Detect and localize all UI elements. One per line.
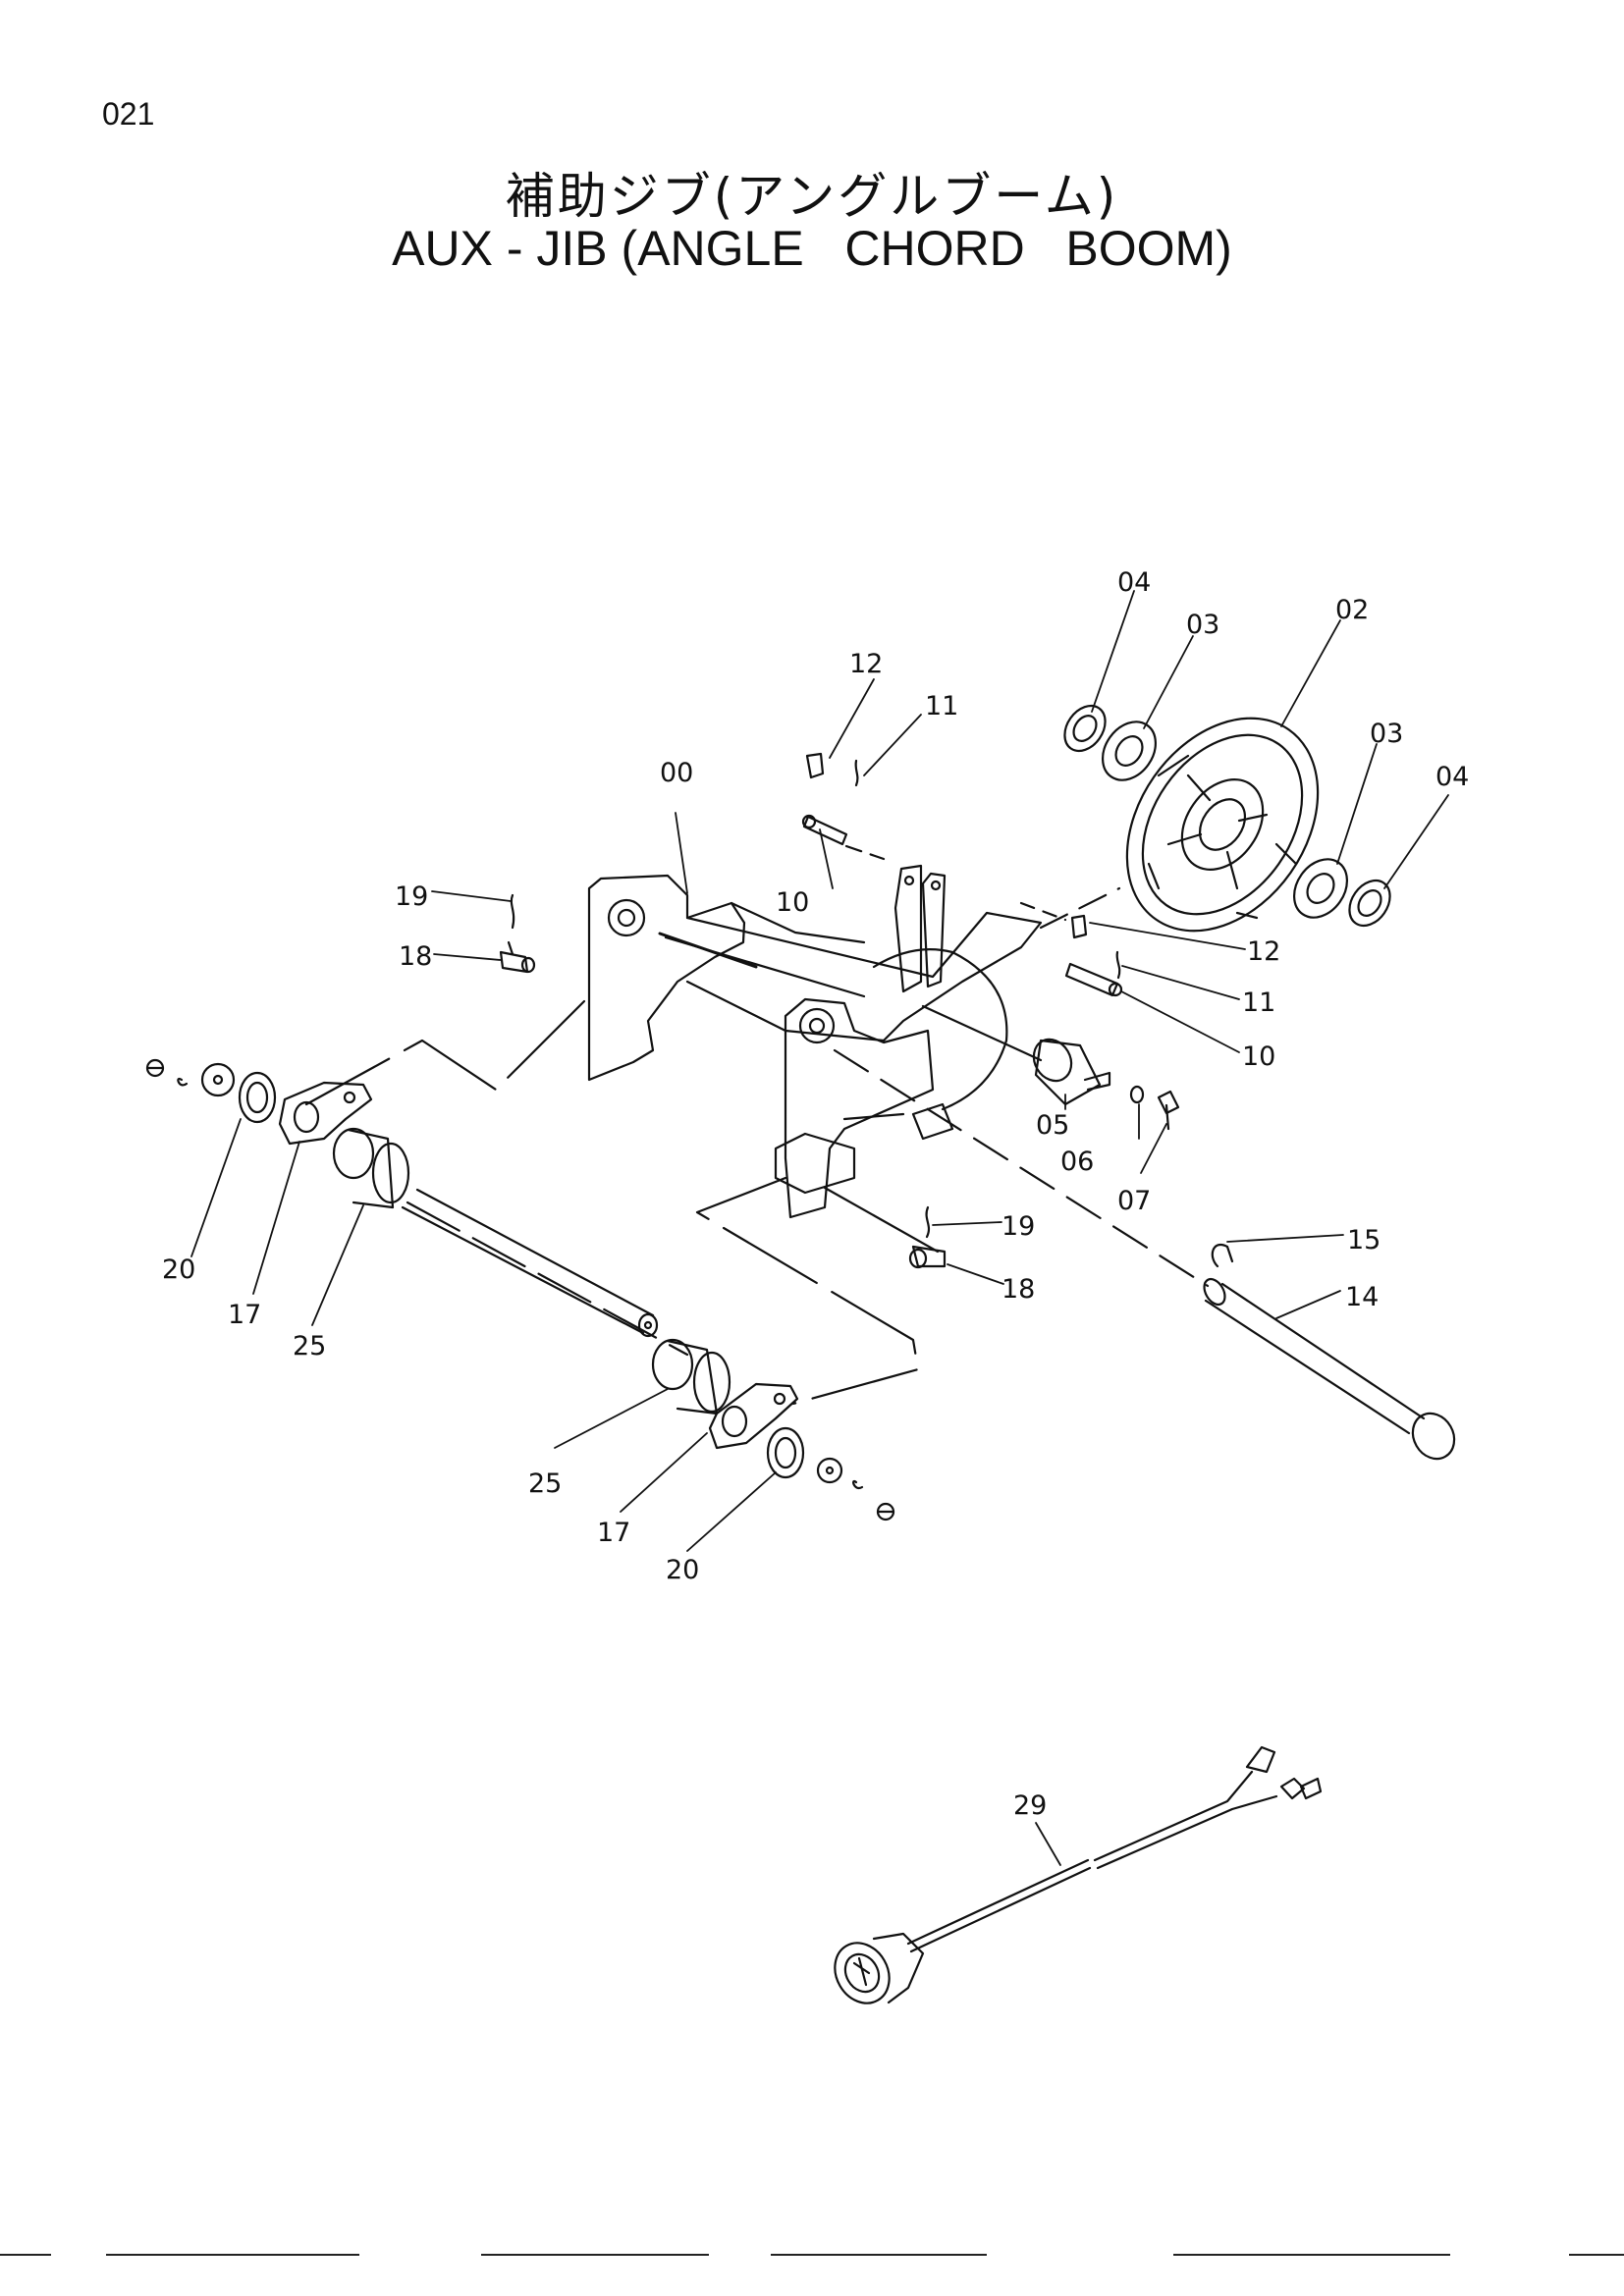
callout-15: 15 [1347, 1225, 1380, 1255]
title-japanese: 補助ジブ(アングルブーム) [505, 168, 1119, 225]
clip-part-right [1115, 950, 1121, 980]
footer-rule [106, 2254, 359, 2256]
callout-20-right: 20 [666, 1555, 699, 1585]
callout-02: 02 [1335, 595, 1369, 625]
callout-04-upper: 04 [1117, 567, 1151, 598]
callout-12-right: 12 [1247, 936, 1280, 967]
washer-part [1129, 1085, 1145, 1104]
callout-25-right: 25 [528, 1468, 562, 1499]
callout-18-upper: 18 [399, 941, 432, 972]
pin-part-right [1064, 962, 1123, 997]
footer-rule [1569, 2254, 1624, 2256]
sheave-part [1125, 717, 1320, 933]
callout-19-upper: 19 [395, 881, 428, 912]
collar-part-left [1063, 704, 1107, 753]
cap-axis-line [1019, 901, 1067, 922]
plate-part-left [278, 1081, 373, 1146]
bush-part-right [651, 1338, 731, 1415]
callout-07: 07 [1117, 1186, 1151, 1216]
title-english: AUX - JIB (ANGLE CHORD BOOM) [392, 221, 1232, 276]
bolt-part [1157, 1090, 1180, 1131]
callout-14: 14 [1345, 1282, 1379, 1312]
callout-10-right: 10 [1242, 1041, 1275, 1072]
bracket-line-left [304, 999, 586, 1106]
callout-10-upper: 10 [776, 887, 809, 918]
callout-12-upper: 12 [849, 649, 883, 679]
callout-25-left: 25 [293, 1331, 326, 1362]
footer-rule [0, 2254, 51, 2256]
leader-lines [190, 590, 1449, 1866]
cable-assembly-part [834, 1745, 1323, 2004]
callout-18-lower: 18 [1001, 1274, 1035, 1305]
hardware-right-part [816, 1457, 895, 1522]
pin-part-upper [801, 814, 886, 861]
callout-29: 29 [1013, 1790, 1047, 1821]
bush-part-left [332, 1127, 410, 1209]
long-pin-part [1203, 1277, 1456, 1461]
callout-05: 05 [1036, 1110, 1069, 1141]
callout-03-right: 03 [1370, 719, 1403, 749]
clip-part-lower [925, 1205, 931, 1239]
footer-rule [1173, 2254, 1450, 2256]
boss-part [1032, 1038, 1111, 1106]
callout-04-right: 04 [1435, 762, 1469, 792]
callout-labels: 00 02 03 03 04 04 05 06 07 10 10 11 11 1… [162, 567, 1469, 1821]
callout-03-upper: 03 [1186, 610, 1219, 640]
hardware-left-part [145, 1058, 236, 1097]
plate-part-right [708, 1382, 799, 1450]
cap-part-right [1070, 914, 1088, 939]
callout-06: 06 [1060, 1147, 1094, 1177]
r-pin-part [1211, 1244, 1234, 1268]
jib-frame-part [587, 864, 1043, 1219]
footer-rule [481, 2254, 709, 2256]
callout-19-lower: 19 [1001, 1211, 1035, 1242]
pin-part-lower [908, 1245, 947, 1269]
callout-20-left: 20 [162, 1255, 195, 1285]
clip-part-upper [854, 759, 859, 787]
sheave-axis-line [1039, 886, 1121, 930]
bearing-part-left [1102, 721, 1157, 781]
callout-17-left: 17 [228, 1300, 261, 1330]
clip-part-left-upper [510, 893, 515, 930]
callout-00: 00 [660, 758, 693, 788]
shaft-axis-line [406, 1201, 689, 1357]
pin-part-left-upper [499, 940, 536, 974]
page-number: 021 [102, 96, 155, 132]
footer-rule [771, 2254, 987, 2256]
bearing-part-right [1293, 858, 1348, 919]
callout-11-upper: 11 [925, 691, 958, 721]
cap-part-upper [805, 752, 825, 779]
callout-11-right: 11 [1242, 988, 1275, 1018]
long-pin-axis-line [833, 1048, 1210, 1288]
lower-shaft-part [401, 1188, 659, 1338]
boss-axis-line [921, 1004, 1043, 1062]
bracket-line-right [695, 1176, 920, 1406]
collar-part-right [1348, 879, 1391, 928]
washer-part-left [238, 1071, 277, 1124]
washer-part-right [766, 1426, 805, 1479]
lower-pin-axis-line [823, 1186, 940, 1254]
callout-17-right: 17 [597, 1518, 630, 1548]
